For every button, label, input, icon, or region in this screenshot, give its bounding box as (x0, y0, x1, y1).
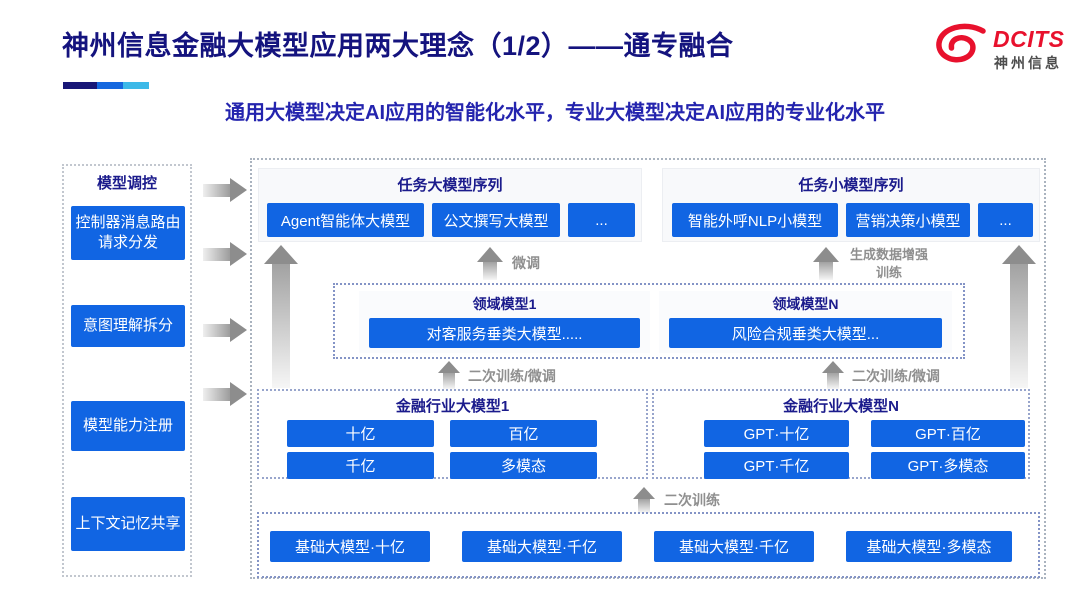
group-title: 任务小模型序列 (798, 177, 904, 194)
sidebar-item-context-memory: 上下文记忆共享 (71, 497, 185, 551)
domain-model-1-group: 领域模型1 对客服务垂类大模型..... (359, 291, 650, 353)
model-chip-base-1b: 基础大模型·十亿 (270, 531, 430, 562)
sidebar-item-controller-routing: 控制器消息路由请求分发 (71, 206, 185, 260)
domain-model-frame: 领域模型1 对客服务垂类大模型..... 领域模型N 风险合规垂类大模型... (333, 283, 965, 359)
sidebar-item-intent-parsing: 意图理解拆分 (71, 305, 185, 347)
accent-bar-segment-3 (123, 82, 149, 89)
group-title: 领域模型N (772, 296, 839, 312)
title-accent-bar (63, 82, 149, 89)
group-title: 任务大模型序列 (397, 177, 503, 194)
domain-model-n-group: 领域模型N 风险合规垂类大模型... (659, 291, 952, 353)
sidebar-title: 模型调控 (96, 175, 157, 192)
model-chip-customer-service: 对客服务垂类大模型..... (369, 318, 640, 348)
arrow-right-icon (203, 242, 247, 266)
gen-data-arrow-label: 生成数据增强训练 (849, 247, 928, 280)
arrow-up-icon (263, 245, 299, 388)
accent-bar-segment-2 (97, 82, 123, 89)
model-chip-base-multimodal: 基础大模型·多模态 (846, 531, 1012, 562)
model-chip-ellipsis: ... (568, 203, 635, 237)
arrow-right-icon (203, 318, 247, 342)
finance-industry-model-n-group: 金融行业大模型N GPT·十亿 GPT·百亿 GPT·千亿 GPT·多模态 (652, 389, 1030, 479)
arrow-up-icon (476, 247, 504, 280)
arrow-right-icon (203, 382, 247, 406)
retrain-finetune-label-left: 二次训练/微调 (468, 368, 556, 384)
slide-subtitle: 通用大模型决定AI应用的智能化水平，专业大模型决定AI应用的专业化水平 (225, 102, 885, 124)
arrow-up-icon (820, 361, 846, 389)
model-chip-gpt-1b: GPT·十亿 (704, 420, 849, 447)
model-chip-gpt-100b: GPT·千亿 (704, 452, 849, 479)
task-small-model-group: 任务小模型序列 智能外呼NLP小模型 营销决策小模型 ... (662, 168, 1040, 242)
finetune-arrow-label: 微调 (512, 255, 540, 271)
model-chip-gpt-10b: GPT·百亿 (871, 420, 1025, 447)
model-chip-agent: Agent智能体大模型 (267, 203, 424, 237)
model-chip-risk-compliance: 风险合规垂类大模型... (669, 318, 942, 348)
arrow-up-icon (436, 361, 462, 389)
brand-name: DCITS (993, 26, 1065, 52)
diagram-outer-frame (250, 158, 1046, 579)
accent-bar-segment-1 (63, 82, 97, 89)
base-model-frame: 基础大模型·十亿 基础大模型·千亿 基础大模型·千亿 基础大模型·多模态 (257, 512, 1040, 578)
retrain-base-label: 二次训练 (664, 492, 720, 508)
model-chip-100b: 千亿 (287, 452, 434, 479)
sidebar-item-capability-registry: 模型能力注册 (71, 401, 185, 451)
model-chip-10b: 百亿 (450, 420, 597, 447)
task-large-model-group: 任务大模型序列 Agent智能体大模型 公文撰写大模型 ... (258, 168, 642, 242)
arrow-right-icon (203, 178, 247, 202)
group-title: 领域模型1 (472, 296, 537, 312)
page-title: 神州信息金融大模型应用两大理念（1/2）——通专融合 (62, 31, 734, 61)
model-chip-multimodal: 多模态 (450, 452, 597, 479)
arrow-up-icon (812, 247, 840, 280)
model-chip-ellipsis: ... (978, 203, 1033, 237)
dcits-logo: DCITS 神州信息 (933, 20, 1065, 76)
brand-name-cn: 神州信息 (994, 55, 1062, 71)
model-chip-base-100b: 基础大模型·千亿 (462, 531, 622, 562)
model-chip-outbound-nlp: 智能外呼NLP小模型 (672, 203, 838, 237)
model-chip-1b: 十亿 (287, 420, 434, 447)
group-title: 金融行业大模型1 (395, 398, 510, 415)
retrain-finetune-label-right: 二次训练/微调 (852, 368, 940, 384)
model-control-panel: 模型调控 控制器消息路由请求分发 意图理解拆分 模型能力注册 上下文记忆共享 (62, 164, 192, 577)
model-chip-base-100b-2: 基础大模型·千亿 (654, 531, 814, 562)
arrow-up-icon (631, 487, 657, 513)
model-chip-marketing-decision: 营销决策小模型 (846, 203, 970, 237)
model-chip-gpt-multimodal: GPT·多模态 (871, 452, 1025, 479)
logo-swirl-icon (936, 23, 986, 63)
arrow-up-icon (1001, 245, 1037, 388)
group-title: 金融行业大模型N (783, 398, 899, 415)
model-chip-document-writing: 公文撰写大模型 (432, 203, 560, 237)
finance-industry-model-1-group: 金融行业大模型1 十亿 百亿 千亿 多模态 (257, 389, 648, 479)
